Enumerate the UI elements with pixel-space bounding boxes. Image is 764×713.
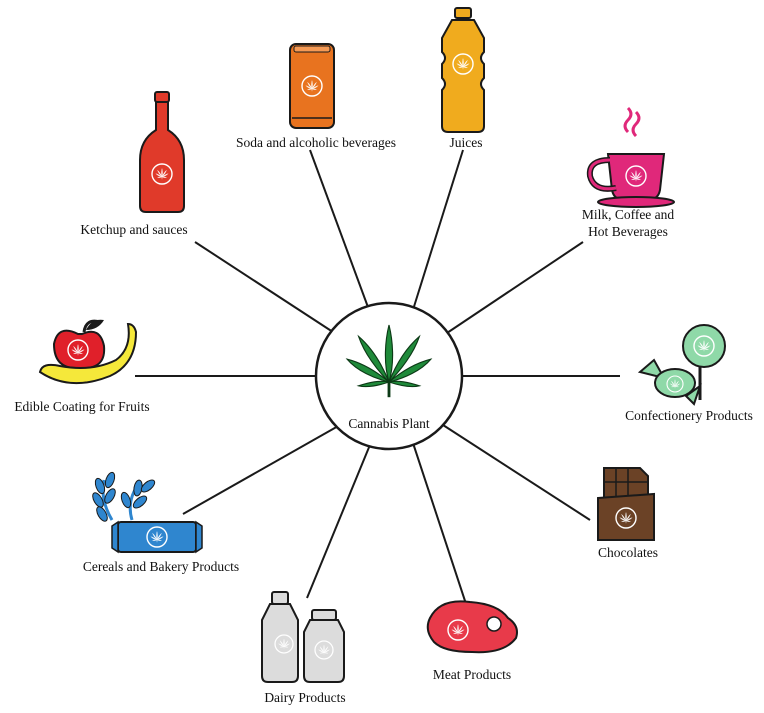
juice-bottle-icon	[441, 7, 485, 133]
line-dairy	[306, 439, 373, 599]
label-confectionery: Confectionery Products	[625, 408, 753, 423]
center-label: Cannabis Plant	[348, 416, 430, 431]
label-coating: Edible Coating for Fruits	[14, 399, 149, 414]
line-meat	[411, 439, 469, 611]
line-soda	[309, 149, 373, 319]
connector-lines	[135, 149, 620, 611]
milk-bottles-icon	[261, 591, 345, 683]
label-milk-line2: Hot Beverages	[588, 224, 668, 239]
label-soda: Soda and alcoholic beverages	[236, 135, 396, 150]
line-milk	[443, 241, 584, 336]
label-milk-line1: Milk, Coffee and	[582, 207, 675, 222]
line-chocolates	[442, 424, 591, 521]
ketchup-bottle-icon	[139, 91, 185, 213]
apple-banana-icon	[38, 319, 138, 385]
chocolate-bar-icon	[597, 467, 655, 541]
candy-lollipop-icon	[637, 324, 726, 406]
label-meat: Meat Products	[433, 667, 511, 682]
center-node: Cannabis Plant	[314, 301, 464, 451]
label-juices: Juices	[450, 135, 483, 150]
label-chocolates: Chocolates	[598, 545, 658, 560]
line-ketchup	[194, 241, 337, 335]
wheat-bar-icon	[92, 471, 203, 554]
label-dairy: Dairy Products	[264, 690, 345, 705]
line-cereals	[182, 424, 341, 515]
hot-cup-icon	[586, 106, 675, 208]
steak-icon	[426, 600, 518, 654]
soda-can-icon	[289, 43, 335, 129]
label-cereals: Cereals and Bakery Products	[83, 559, 239, 574]
line-juices	[411, 149, 464, 314]
label-ketchup: Ketchup and sauces	[80, 222, 187, 237]
